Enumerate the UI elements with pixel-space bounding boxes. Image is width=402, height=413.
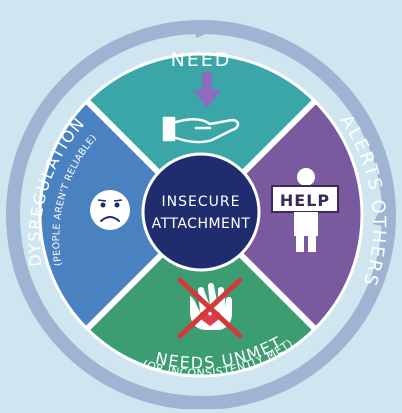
need-label: NEED xyxy=(171,49,232,71)
center-title-line2: ATTACHMENT xyxy=(152,216,251,232)
open-hand-icon xyxy=(162,116,240,144)
crossed-hand-heart-icon xyxy=(177,277,243,339)
segments-outline xyxy=(38,52,364,378)
segment-alerts-others xyxy=(201,101,363,329)
sad-face-icon xyxy=(90,190,130,230)
person-help-sign-icon xyxy=(271,168,339,252)
ring-arrow-head-top xyxy=(195,20,218,38)
center-circle xyxy=(141,152,261,272)
help-sign-text: HELP xyxy=(280,191,330,210)
ring-arrow-head-right xyxy=(373,205,391,228)
down-arrow-icon xyxy=(193,72,221,108)
segment-need xyxy=(87,53,315,215)
center-title-line1: INSECURE xyxy=(162,194,241,210)
